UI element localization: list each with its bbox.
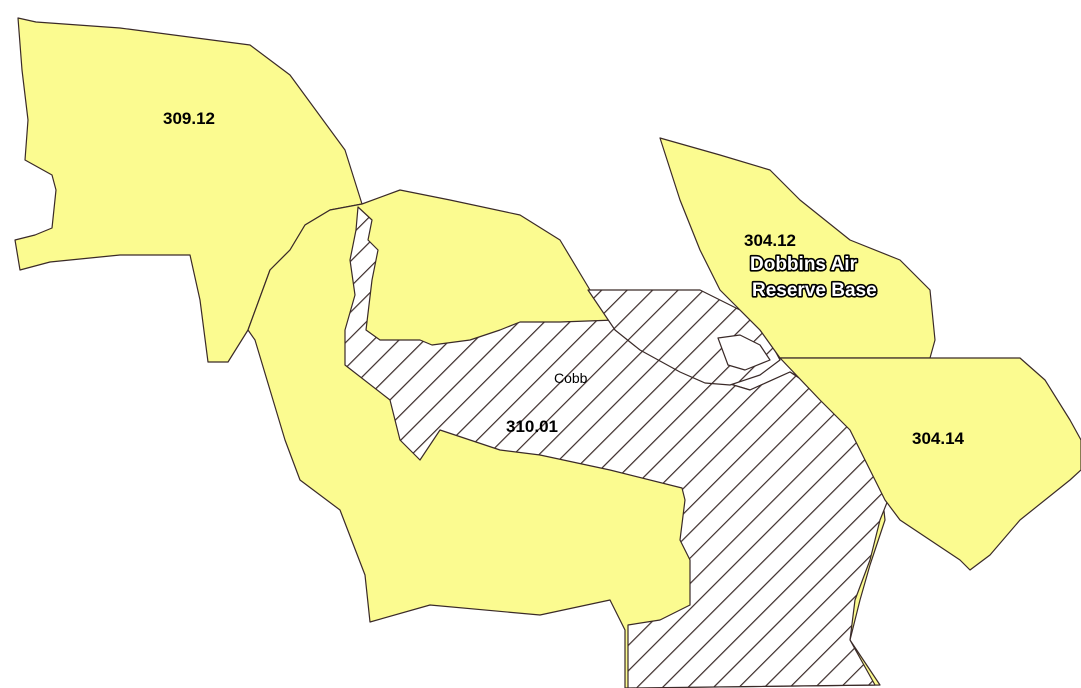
tract-label-310-01: 310.01 [506,417,558,436]
tract-309-12-area[interactable] [14,17,363,363]
place-label-cobb: Cobb [554,370,588,386]
landmark-label-line2: Reserve Base [752,280,877,301]
hatched-area-main[interactable] [344,206,889,688]
tract-label-309-12: 309.12 [163,109,215,128]
landmark-label-line1: Dobbins Air [750,254,858,275]
tract-label-304-14: 304.14 [912,429,965,448]
unshaded-notch [717,334,771,371]
tract-304-14-area[interactable] [779,357,1081,571]
tract-label-304-12: 304.12 [744,231,796,250]
tract-304-12-area[interactable] [659,137,936,359]
